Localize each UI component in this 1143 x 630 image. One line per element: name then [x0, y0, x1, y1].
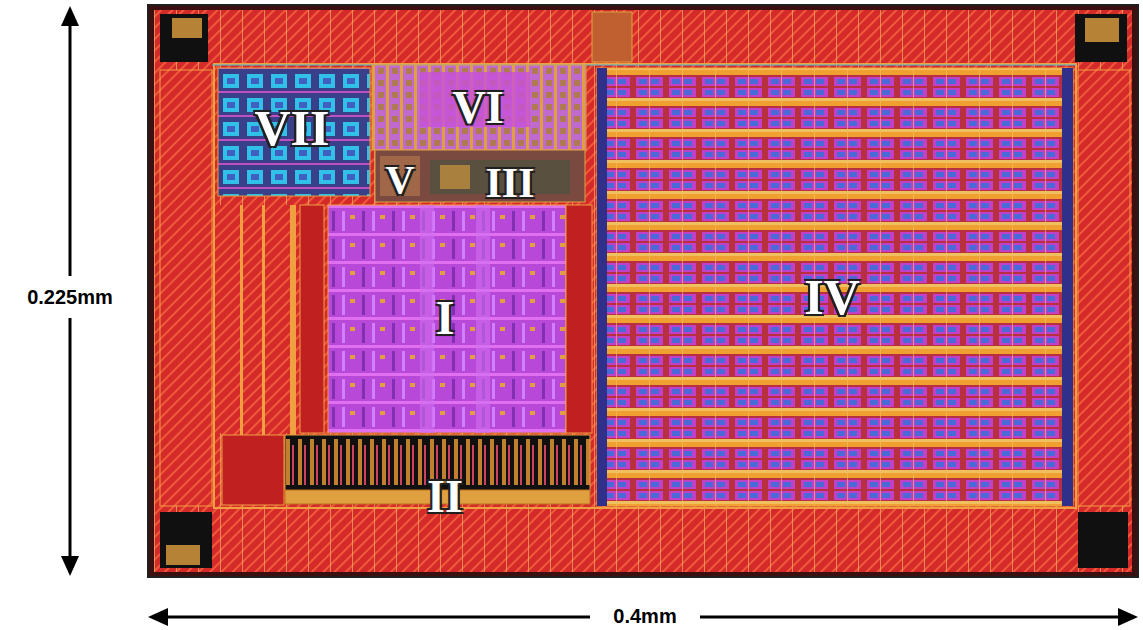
- part-label: VI: [452, 85, 503, 131]
- part-label: II: [427, 474, 463, 520]
- part-label: V: [386, 160, 415, 200]
- dimension-label: 0.4mm: [607, 605, 682, 627]
- part-label: VII: [254, 103, 329, 153]
- dimension-arrow: [61, 6, 1138, 626]
- part-label: III: [485, 162, 534, 204]
- part-label: I: [436, 294, 455, 342]
- dimension-label: 0.225mm: [21, 286, 119, 308]
- part-label: IV: [804, 272, 860, 322]
